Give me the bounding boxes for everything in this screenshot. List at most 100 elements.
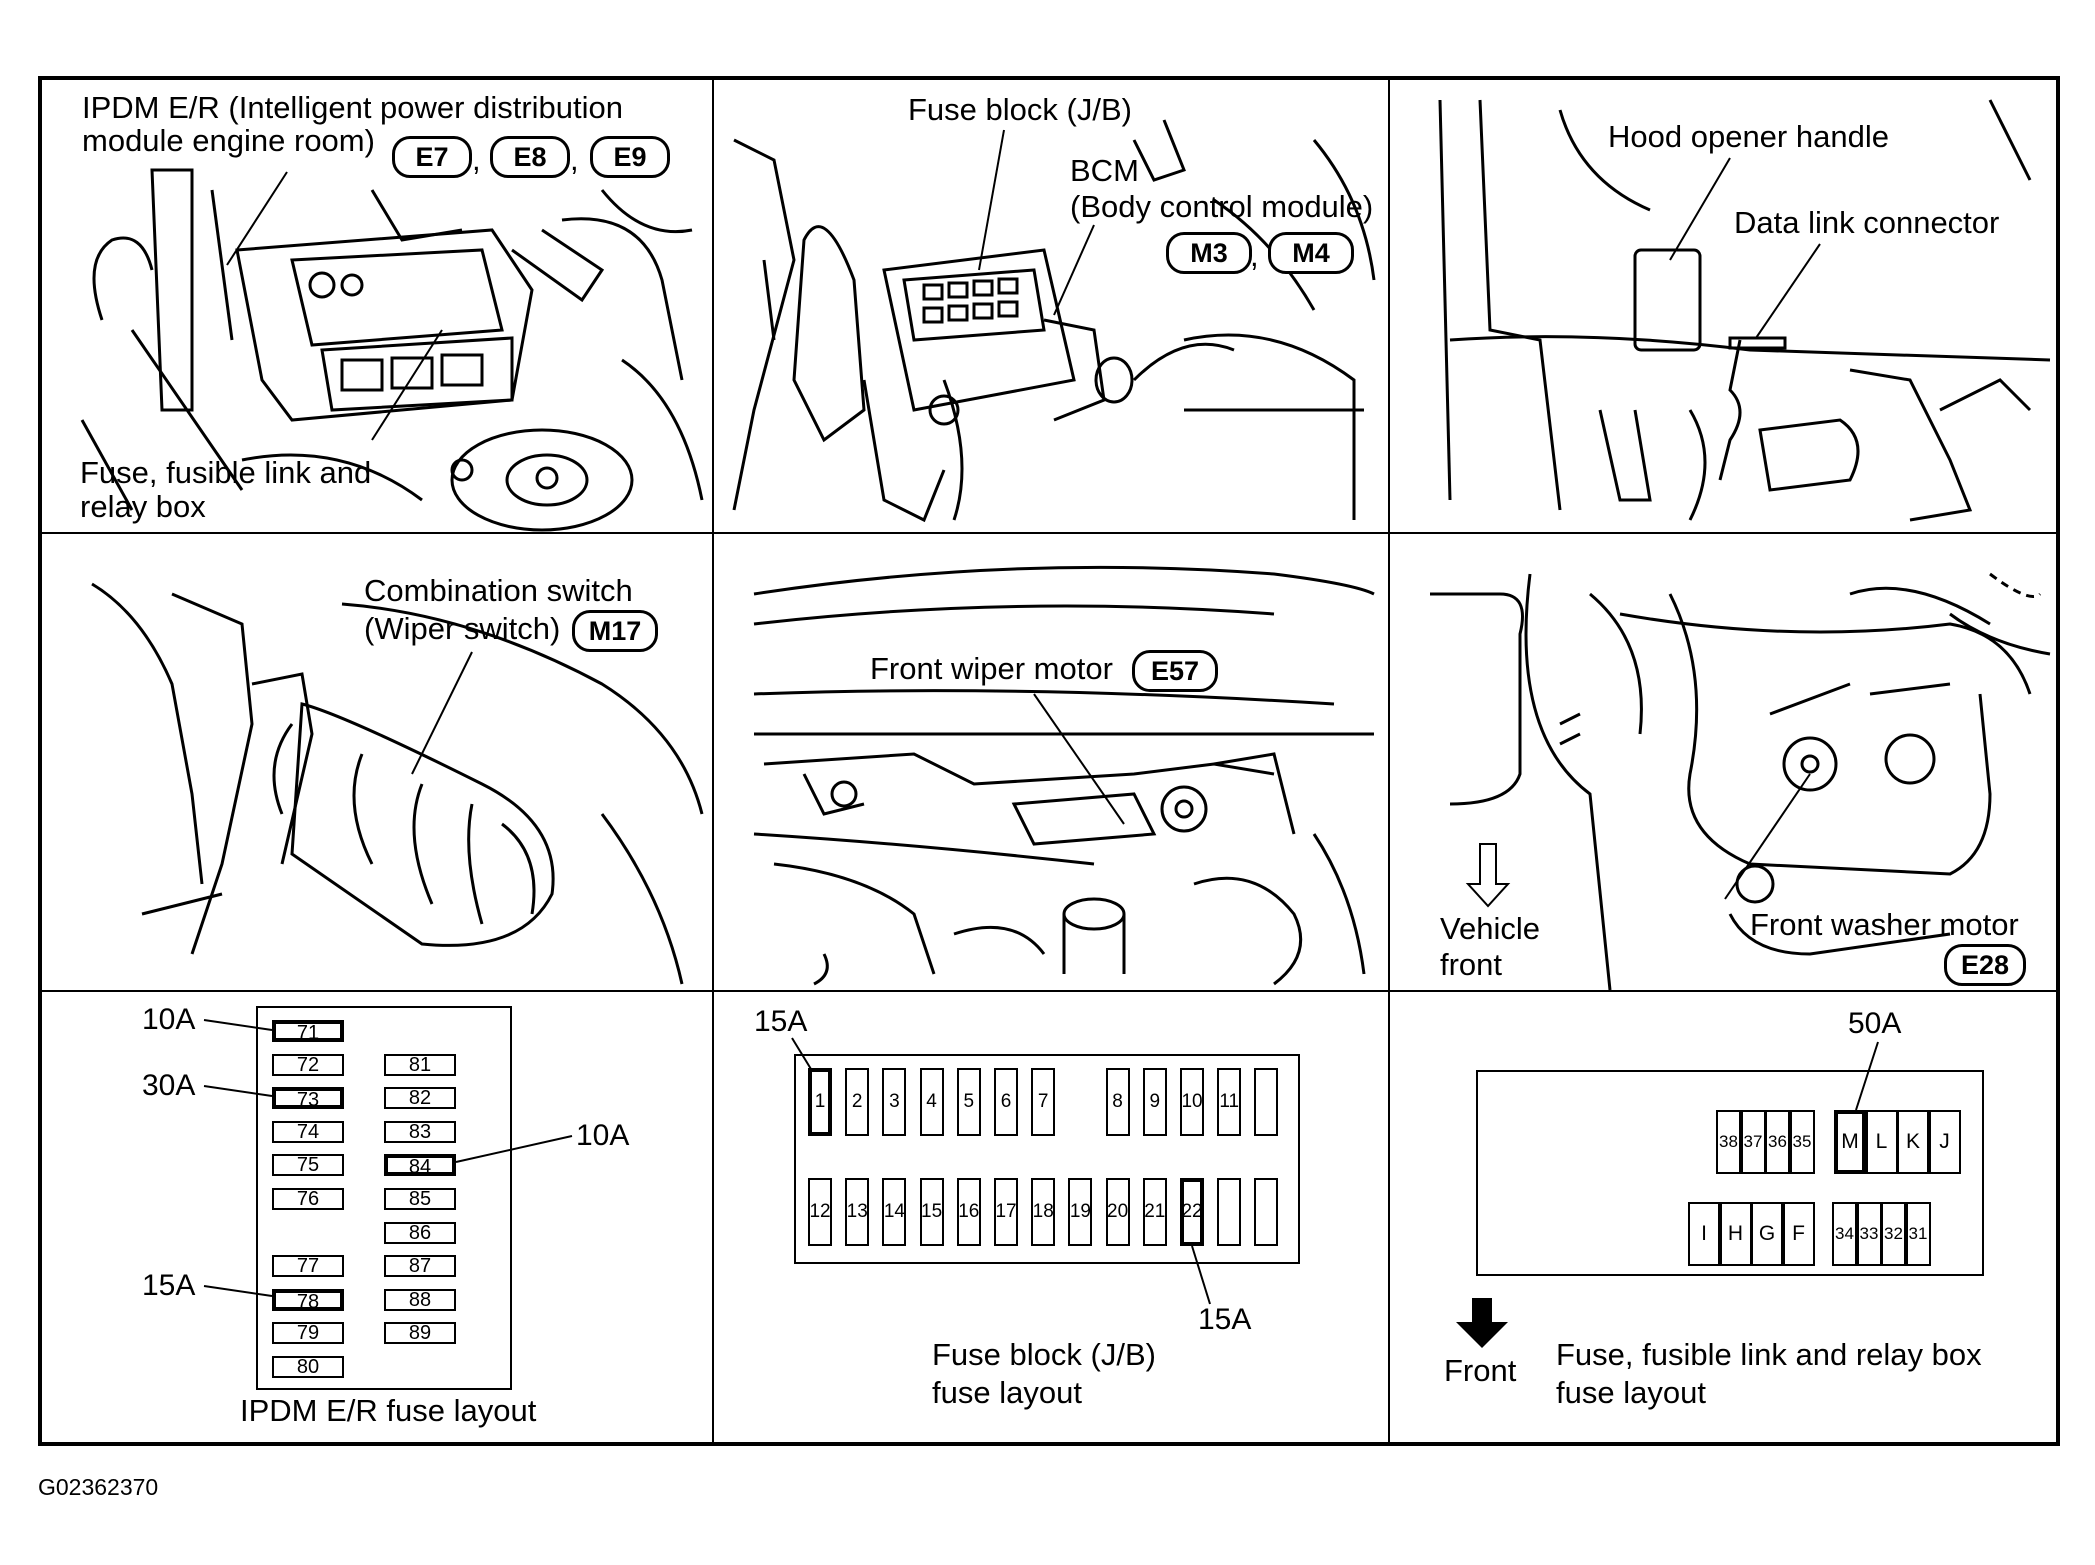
fuse-9: 9 — [1142, 1068, 1167, 1136]
steering-column-illustration — [42, 534, 712, 990]
fuse-18: 18 — [1031, 1178, 1056, 1246]
fuse-31: 31 — [1905, 1202, 1931, 1266]
fuse-88: 88 — [384, 1288, 456, 1311]
leader-lines — [714, 80, 1388, 532]
grid-divider — [42, 990, 2056, 992]
engine-room-illustration — [42, 80, 712, 532]
fuse-5: 5 — [956, 1068, 981, 1136]
fuse-38: 38 — [1716, 1110, 1741, 1174]
fuse-76: 76 — [272, 1188, 344, 1210]
vehicle-front-arrow-icon — [1390, 534, 2056, 990]
diagram-frame — [38, 76, 2060, 1446]
fuse-75: 75 — [272, 1154, 344, 1177]
connector-m3-badge: M3 — [1166, 232, 1252, 274]
separator-comma: , — [472, 142, 481, 177]
washer-tank-illustration — [1390, 534, 2056, 990]
grid-divider — [712, 80, 714, 1442]
fuse-77: 77 — [272, 1255, 344, 1278]
fuse-81: 81 — [384, 1053, 456, 1076]
front-wiper-motor-label: Front wiper motor — [870, 651, 1113, 686]
data-link-connector-label: Data link connector — [1734, 205, 2000, 240]
fuse-l: L — [1865, 1110, 1898, 1174]
fuse-14: 14 — [882, 1178, 907, 1246]
fuse-36: 36 — [1765, 1110, 1790, 1174]
panel-combination-switch: Combination switch (Wiper switch) M17 — [42, 534, 712, 990]
wiper-switch-label: (Wiper switch) — [364, 611, 561, 646]
fuse-10: 10 — [1180, 1068, 1204, 1136]
fuse-spare — [1254, 1068, 1279, 1136]
leader-lines — [1390, 80, 2056, 532]
amp-label-fuse-22: 15A — [1198, 1303, 1252, 1336]
fuse-spare — [1254, 1178, 1279, 1246]
hood-opener-label: Hood opener handle — [1608, 119, 1889, 154]
vehicle-front-label-line1: Vehicle — [1440, 911, 1540, 946]
fuse-g: G — [1751, 1202, 1783, 1266]
fuse-17: 17 — [994, 1178, 1018, 1246]
ipdm-fuse-layout-caption: IPDM E/R fuse layout — [240, 1393, 537, 1428]
fuse-i: I — [1688, 1202, 1720, 1266]
panel-front-wiper-motor: Front wiper motor E57 — [714, 534, 1388, 990]
relay-fuse-layout-caption-line1: Fuse, fusible link and relay box — [1556, 1337, 1982, 1372]
fuse-7: 7 — [1031, 1068, 1056, 1136]
connector-e28-badge: E28 — [1944, 944, 2026, 986]
fuse-85: 85 — [384, 1188, 456, 1210]
relay-box-label-line1: Fuse, fusible link and — [80, 455, 372, 490]
amp-label-fuse-71: 10A — [142, 1003, 196, 1036]
ipdm-title-line2: module engine room) — [82, 123, 375, 158]
front-arrow-icon — [1456, 1298, 1508, 1348]
connector-e7-badge: E7 — [392, 136, 472, 178]
fuse-86: 86 — [384, 1221, 456, 1244]
fuse-73: 73 — [272, 1087, 344, 1110]
ipdm-title-line1: IPDM E/R (Intelligent power distribution — [82, 90, 624, 125]
leader-lines — [714, 534, 1388, 990]
relay-box-label-line2: relay box — [80, 489, 206, 524]
jb-fuse-box — [794, 1054, 1300, 1264]
jb-fuse-layout-caption-line1: Fuse block (J/B) — [932, 1337, 1156, 1372]
front-washer-motor-label: Front washer motor — [1750, 907, 2019, 942]
connector-e57-badge: E57 — [1132, 650, 1218, 692]
fuse-2: 2 — [845, 1068, 870, 1136]
fuse-k: K — [1897, 1110, 1929, 1174]
fuse-37: 37 — [1740, 1110, 1766, 1174]
fuse-h: H — [1719, 1202, 1752, 1266]
fuse-13: 13 — [845, 1178, 870, 1246]
fuse-82: 82 — [384, 1087, 456, 1110]
connector-m4-badge: M4 — [1268, 232, 1354, 274]
fuse-j: J — [1928, 1110, 1961, 1174]
fuse-78: 78 — [272, 1288, 344, 1312]
fuse-83: 83 — [384, 1120, 456, 1143]
grid-divider — [1388, 80, 1390, 1442]
driver-footwell-illustration — [1390, 80, 2056, 532]
amp-label-fuse-73: 30A — [142, 1069, 196, 1102]
fuse-8: 8 — [1105, 1068, 1130, 1136]
fuse-15: 15 — [919, 1178, 944, 1246]
fuse-33: 33 — [1856, 1202, 1882, 1266]
relay-fuse-layout-caption-line2: fuse layout — [1556, 1375, 1706, 1410]
fuse-19: 19 — [1068, 1178, 1093, 1246]
fuse-34: 34 — [1832, 1202, 1857, 1266]
fuse-32: 32 — [1881, 1202, 1906, 1266]
fuse-80: 80 — [272, 1356, 344, 1378]
fuse-84: 84 — [384, 1154, 456, 1177]
fuse-4: 4 — [919, 1068, 944, 1136]
panel-fuse-block-location: Fuse block (J/B) BCM (Body control modul… — [714, 80, 1388, 532]
connector-m17-badge: M17 — [572, 610, 658, 652]
ipdm-fuse-box — [256, 1006, 512, 1390]
fuse-11: 11 — [1217, 1068, 1242, 1136]
vehicle-front-label-line2: front — [1440, 947, 1503, 982]
fuse-12: 12 — [808, 1178, 832, 1246]
leader-lines — [42, 80, 712, 532]
panel-front-washer-motor: Vehicle front Front washer motor E28 — [1390, 534, 2056, 990]
cowl-illustration — [714, 534, 1388, 990]
fuse-22: 22 — [1180, 1178, 1204, 1246]
separator-comma: , — [1250, 238, 1259, 273]
fuse-3: 3 — [882, 1068, 907, 1136]
fuse-71: 71 — [272, 1020, 344, 1043]
fuse-f: F — [1782, 1202, 1815, 1266]
panel-relay-box-fuse-layout: 50A Front Fuse, fusible link and relay b… — [1390, 992, 2056, 1442]
fuse-block-label: Fuse block (J/B) — [908, 92, 1132, 127]
fuse-89: 89 — [384, 1322, 456, 1345]
dash-underside-illustration — [714, 80, 1388, 532]
